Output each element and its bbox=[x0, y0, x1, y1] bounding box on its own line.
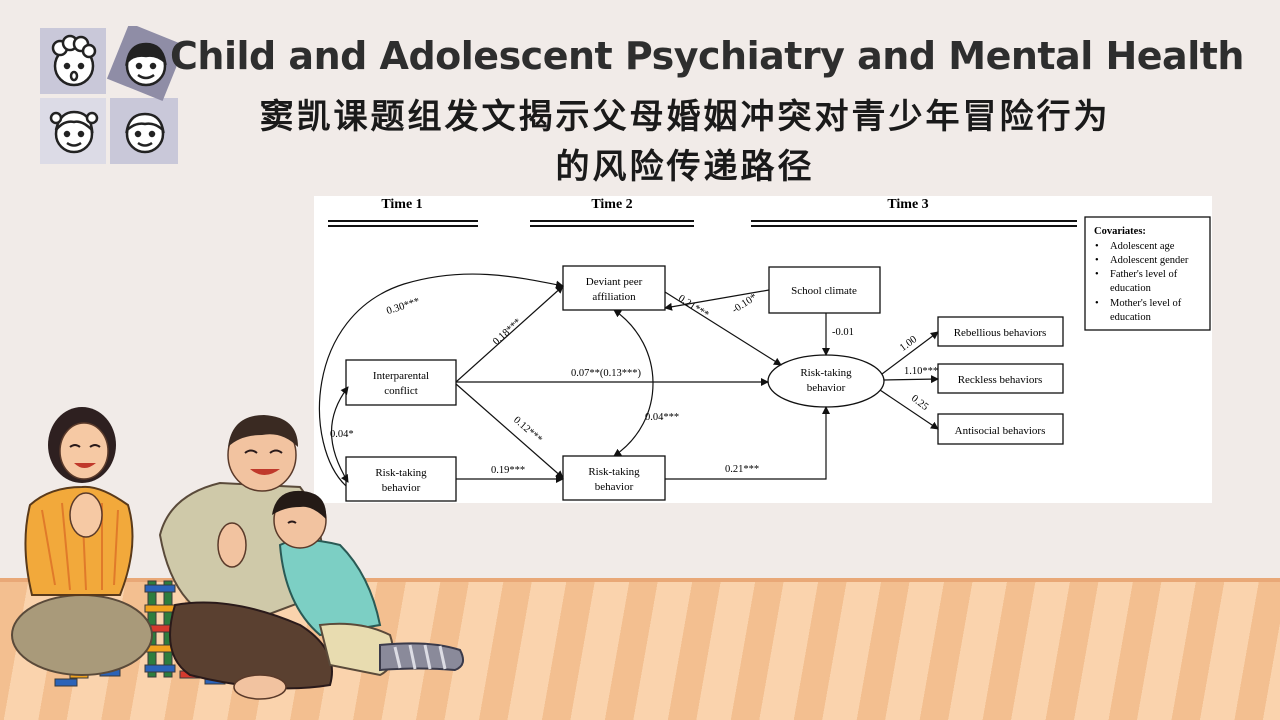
coef-peer-to-rtb3: 0.21*** bbox=[676, 293, 711, 321]
node-label-school: School climate bbox=[791, 285, 857, 297]
arrow-rtb3-to-rebellious bbox=[881, 331, 939, 375]
coef-rtb3-to-reckless: 1.10*** bbox=[904, 366, 938, 377]
node-label-ipc-2: conflict bbox=[384, 385, 418, 397]
headline-line-1: 窦凯课题组发文揭示父母婚姻冲突对青少年冒险行为 bbox=[259, 97, 1111, 137]
arrow-ipc-to-peer bbox=[455, 285, 564, 383]
coef-rtb1-to-peer: 0.30*** bbox=[385, 296, 421, 317]
path-model-diagram: Time 1 Time 2 Time 3 Interparental confl… bbox=[314, 196, 1212, 503]
covariate-bullet: • bbox=[1095, 241, 1099, 252]
node-risk-taking-t1 bbox=[345, 456, 457, 502]
headline-line-2: 的风险传递路径 bbox=[555, 147, 815, 187]
coef-rtb1-to-rtb2: 0.19*** bbox=[491, 465, 525, 476]
time-label-2: Time 2 bbox=[591, 197, 632, 212]
headline: 窦凯课题组发文揭示父母婚姻冲突对青少年冒险行为 的风险传递路径 bbox=[170, 92, 1200, 192]
node-risk-taking-t2 bbox=[562, 455, 666, 501]
mother-figure bbox=[11, 407, 153, 676]
father-figure bbox=[158, 415, 333, 700]
coef-ipc-to-rtb2: 0.12*** bbox=[511, 415, 544, 446]
covariate-father-1: Father's level of bbox=[1110, 269, 1178, 280]
coef-ipc-to-peer: 0.18*** bbox=[491, 317, 524, 348]
covariate-gender: Adolescent gender bbox=[1110, 255, 1189, 266]
arrow-ipc-to-rtb2 bbox=[455, 383, 564, 479]
covariate-bullet: • bbox=[1095, 255, 1099, 266]
coef-rtb2-to-rtb3: 0.21*** bbox=[725, 464, 759, 475]
covariate-mother-1: Mother's level of bbox=[1110, 298, 1182, 309]
node-label-reckless: Reckless behaviors bbox=[958, 374, 1043, 386]
covariates-box bbox=[1084, 216, 1211, 331]
child-figure bbox=[272, 490, 465, 677]
floor-edge bbox=[0, 578, 1280, 582]
covariate-father-2: education bbox=[1110, 283, 1152, 294]
arrow-rtb1-to-peer bbox=[318, 273, 564, 487]
node-label-rtb3-2: behavior bbox=[807, 382, 846, 394]
boy-face-icon bbox=[125, 112, 165, 154]
coef-ipc-to-rtb3: 0.07**(0.13***) bbox=[571, 368, 641, 379]
arrow-rtb3-to-antisocial bbox=[879, 389, 939, 430]
covariates-title: Covariates: bbox=[1094, 226, 1146, 237]
node-label-rebellious: Rebellious behaviors bbox=[954, 327, 1047, 339]
covariate-mother-2: education bbox=[1110, 312, 1152, 323]
node-label-peer-2: affiliation bbox=[592, 291, 636, 303]
arrow-rtb2-to-rtb3 bbox=[665, 406, 830, 480]
girl-face-icon bbox=[49, 110, 99, 154]
node-school-climate bbox=[768, 266, 881, 314]
time-label-3: Time 3 bbox=[887, 197, 928, 212]
time-header-rules bbox=[328, 220, 1077, 227]
covariate-bullet: • bbox=[1095, 269, 1099, 280]
node-label-rtb2-2: behavior bbox=[595, 481, 634, 493]
family-playing-illustration bbox=[11, 407, 465, 700]
coef-ipc-rtb1-cov: 0.04* bbox=[330, 429, 354, 440]
grandparent-face-icon bbox=[51, 34, 97, 87]
node-label-ipc-1: Interparental bbox=[373, 370, 429, 382]
journal-title: Child and Adolescent Psychiatry and Ment… bbox=[170, 34, 1244, 78]
covariate-age: Adolescent age bbox=[1110, 241, 1175, 252]
arrow-rtb3-to-reckless bbox=[883, 375, 939, 384]
node-label-rtb1-2: behavior bbox=[382, 482, 421, 494]
arrow-ipc-rtb1-cov bbox=[331, 386, 349, 483]
node-deviant-peer bbox=[562, 265, 666, 311]
time-label-1: Time 1 bbox=[381, 197, 422, 212]
covariate-bullet: • bbox=[1095, 298, 1099, 309]
family-faces-logo bbox=[40, 26, 180, 164]
node-interparental-conflict bbox=[345, 359, 457, 406]
node-label-antisocial: Antisocial behaviors bbox=[955, 425, 1046, 437]
node-risk-taking-t3 bbox=[767, 354, 885, 408]
node-label-rtb3-1: Risk-taking bbox=[800, 367, 852, 379]
node-label-peer-1: Deviant peer bbox=[586, 276, 643, 288]
arrow-peer-rtb2-cov bbox=[613, 309, 654, 457]
coef-rtb3-to-rebellious: 1.00 bbox=[898, 334, 919, 354]
coef-school-to-rtb3: -0.01 bbox=[832, 327, 854, 338]
coef-rtb3-to-antisocial: 0.25 bbox=[909, 393, 930, 413]
node-label-rtb2-1: Risk-taking bbox=[588, 466, 640, 478]
node-label-rtb1-1: Risk-taking bbox=[375, 467, 427, 479]
arrow-school-to-peer bbox=[664, 289, 770, 311]
father-face-icon bbox=[125, 42, 167, 87]
coef-peer-rtb2-cov: 0.04*** bbox=[645, 412, 679, 423]
